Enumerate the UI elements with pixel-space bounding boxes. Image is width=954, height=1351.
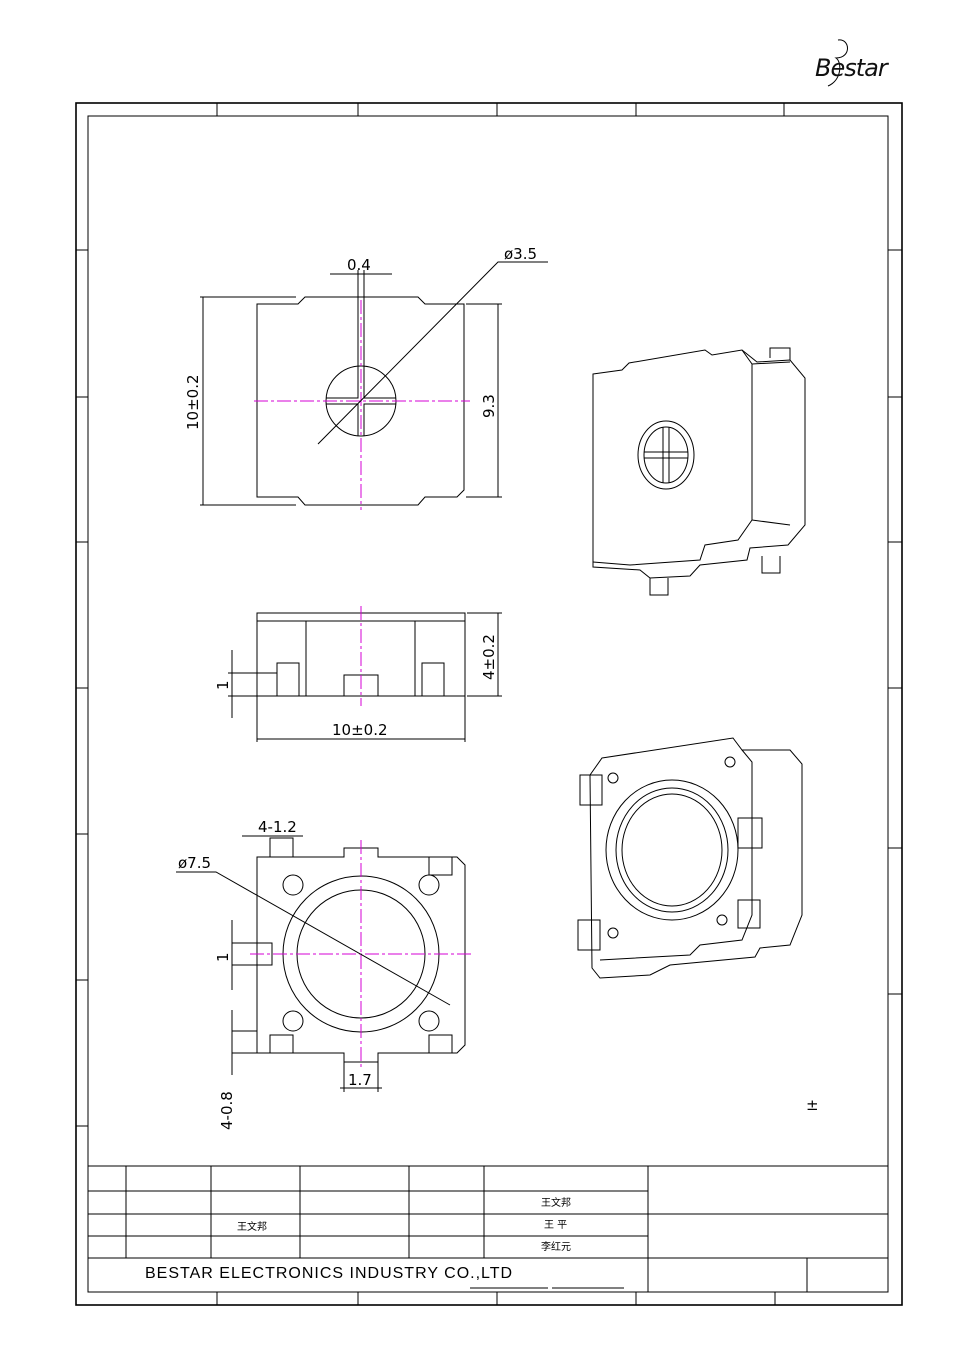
dim-pad-width: 4-1.2 [258, 818, 297, 836]
iso-bottom-view [577, 737, 803, 979]
top-view: 0.4 ø3.5 10±0.2 9.3 [184, 245, 548, 510]
name-2: 王 平 [544, 1220, 567, 1231]
name-1: 王文邦 [541, 1196, 571, 1209]
dim-body-height-outer: 10±0.2 [184, 374, 202, 430]
title-block: 王文邦 王 平 李红元 王文邦 BESTAR ELECTRONICS INDUS… [87, 1165, 889, 1293]
dim-slot-width: 0.4 [347, 256, 371, 274]
name-3: 李红元 [541, 1240, 571, 1253]
dim-thickness: 4±0.2 [480, 634, 498, 680]
iso-top-view [592, 347, 806, 596]
dim-bottom-pin-height: 1 [214, 952, 232, 962]
bottom-view: 4-1.2 ø7.5 1 4-0.8 1.7 [176, 818, 472, 1130]
dim-pin-length: 4-0.8 [218, 1091, 236, 1130]
logo-text: Bestar [815, 54, 890, 82]
company-name: BESTAR ELECTRONICS INDUSTRY CO.,LTD [145, 1265, 513, 1282]
side-view: 4±0.2 10±0.2 1 [214, 606, 502, 742]
drawn-name: 王文邦 [237, 1220, 267, 1233]
dim-side-width: 10±0.2 [332, 721, 388, 739]
sheet-frame [75, 102, 903, 1306]
dim-bottom-diameter: ø7.5 [178, 854, 211, 872]
dim-knob-diameter: ø3.5 [504, 245, 537, 263]
bestar-logo: Bestar [815, 39, 891, 87]
tolerance-symbol: ± [806, 1096, 819, 1114]
dim-body-height-inner: 9.3 [480, 394, 498, 418]
dim-side-pin-height: 1 [214, 680, 232, 690]
dim-center-pad-width: 1.7 [348, 1071, 372, 1089]
